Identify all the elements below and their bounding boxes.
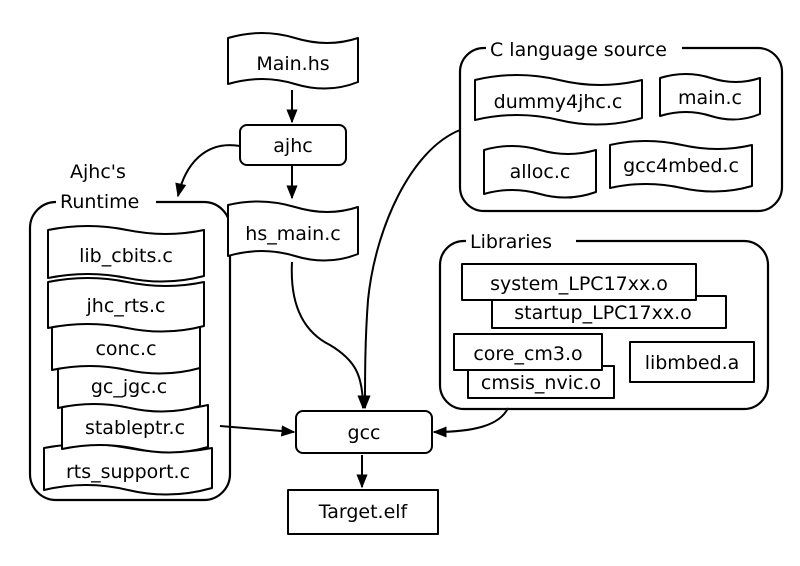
stableptr-c-node: stableptr.c — [61, 400, 209, 454]
libmbed-a-node: libmbed.a — [629, 341, 755, 383]
alloc-c-node: alloc.c — [483, 145, 597, 199]
rts-support-c-label: rts_support.c — [66, 461, 190, 483]
stableptr-c-label: stableptr.c — [85, 417, 185, 439]
c-language-source-title: C language source — [490, 39, 667, 61]
libmbed-a-label: libmbed.a — [645, 352, 740, 374]
libraries-group: Libraries — [438, 230, 770, 411]
core-cm3-o-node: core_cm3.o — [453, 333, 603, 371]
gcc-label: gcc — [348, 422, 381, 444]
edge-ajhc-to-runtime — [175, 144, 241, 198]
main-c-label: main.c — [678, 87, 742, 109]
startup-lpc17xx-o-label: startup_LPC17xx.o — [514, 302, 692, 324]
ajhc-node: ajhc — [239, 124, 347, 166]
hs-main-c-label: hs_main.c — [245, 223, 340, 245]
gc-jgc-c-label: gc_jgc.c — [91, 376, 167, 398]
conc-c-label: conc.c — [95, 338, 156, 360]
jhc-rts-c-label: jhc_rts.c — [86, 295, 166, 317]
jhc-rts-c-node: jhc_rts.c — [47, 277, 205, 333]
system-lpc17xx-o-node: system_LPC17xx.o — [461, 263, 697, 301]
main-c-node: main.c — [659, 73, 761, 121]
alloc-c-label: alloc.c — [510, 161, 571, 183]
gcc4mbed-c-node: gcc4mbed.c — [609, 140, 753, 193]
ajhc-label: ajhc — [273, 135, 312, 157]
lib-cbits-c-node: lib_cbits.c — [47, 225, 205, 283]
edges — [175, 90, 509, 489]
target-elf-label: Target.elf — [318, 501, 409, 523]
core-cm3-o-label: core_cm3.o — [473, 343, 582, 365]
rts-support-c-node: rts_support.c — [43, 443, 213, 496]
edge-csource-to-gcc — [359, 129, 461, 410]
dummy4jhc-c-node: dummy4jhc.c — [474, 74, 643, 126]
dummy4jhc-c-label: dummy4jhc.c — [494, 91, 623, 113]
cmsis-nvic-o-label: cmsis_nvic.o — [481, 372, 601, 394]
runtime-group: Ajhc's Runtime — [28, 161, 232, 502]
gcc-node: gcc — [295, 410, 433, 454]
gcc4mbed-c-label: gcc4mbed.c — [623, 155, 739, 177]
edge-libraries-to-gcc — [432, 407, 509, 438]
hs-main-c-node: hs_main.c — [227, 200, 359, 262]
system-lpc17xx-o-label: system_LPC17xx.o — [490, 273, 668, 295]
c-language-source-group: C language source — [458, 38, 784, 213]
main-hs-label: Main.hs — [256, 53, 329, 75]
runtime-title-line2: Runtime — [60, 191, 139, 213]
edge-hs-main-to-gcc — [290, 261, 369, 410]
runtime-title-line1: Ajhc's — [70, 161, 126, 183]
conc-c-node: conc.c — [51, 321, 201, 375]
edge-runtime-to-gcc — [219, 425, 296, 437]
main-hs-node: Main.hs — [227, 32, 359, 90]
target-elf-node: Target.elf — [287, 489, 439, 535]
lib-cbits-c-label: lib_cbits.c — [79, 245, 173, 267]
startup-lpc17xx-o-node: startup_LPC17xx.o — [491, 295, 727, 329]
libraries-title: Libraries — [470, 231, 552, 253]
